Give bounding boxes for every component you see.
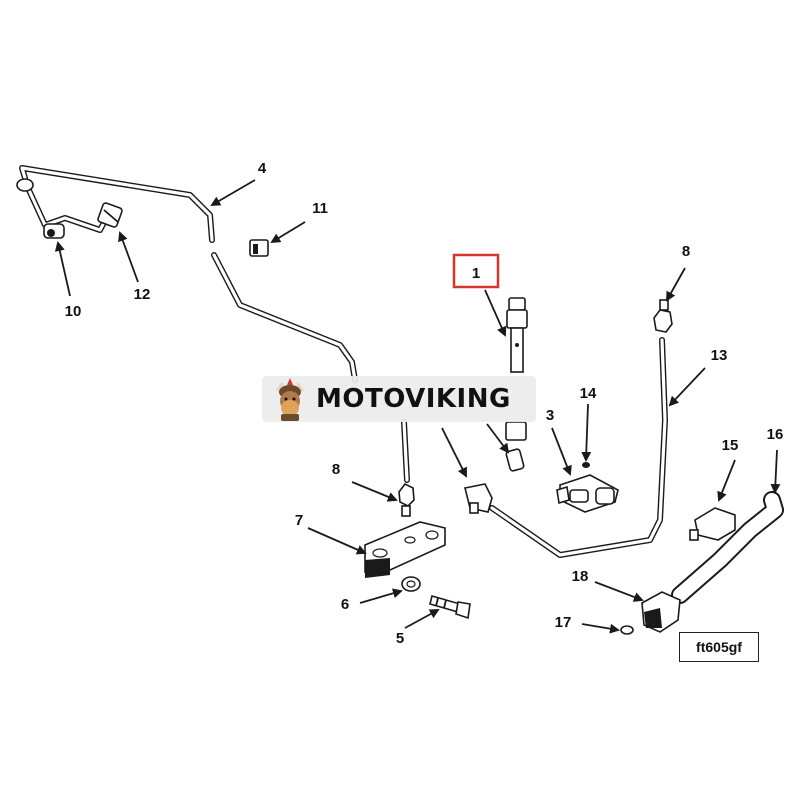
callout-5: 5 bbox=[396, 630, 404, 647]
fitting-12 bbox=[97, 202, 123, 228]
callout-13: 13 bbox=[711, 347, 728, 364]
bolt-5 bbox=[429, 595, 471, 620]
vertical-tube bbox=[401, 419, 410, 483]
callout-15: 15 bbox=[722, 437, 739, 454]
callout-7: 7 bbox=[295, 512, 303, 529]
elbow-fitting-10 bbox=[16, 178, 65, 239]
clip-11 bbox=[249, 239, 269, 257]
hose-16 bbox=[671, 491, 784, 604]
tee-fitting-3 bbox=[556, 474, 619, 513]
callout-16: 16 bbox=[767, 426, 784, 443]
fitting-1-lower bbox=[505, 421, 527, 472]
callout-10: 10 bbox=[65, 303, 82, 320]
bracket-7 bbox=[364, 521, 446, 578]
fitting-15 bbox=[689, 507, 736, 541]
callout-4: 4 bbox=[258, 160, 267, 177]
watermark-brand: MOTOVIKING bbox=[316, 384, 511, 414]
callout-12: 12 bbox=[134, 286, 151, 303]
callout-1: 1 bbox=[472, 265, 480, 282]
callout-18: 18 bbox=[572, 568, 589, 585]
washer-6 bbox=[401, 576, 421, 592]
fitting-8-lower bbox=[398, 482, 415, 517]
callout-8-lower: 8 bbox=[332, 461, 340, 478]
callout-14: 14 bbox=[580, 385, 597, 402]
figure-code-label: ft605gf bbox=[679, 632, 759, 662]
highlight-box-1 bbox=[452, 253, 500, 289]
fitting-8-upper bbox=[653, 299, 673, 333]
callout-labels: 1 3 4 5 6 7 8 8 10 11 12 13 14 15 16 17 … bbox=[65, 160, 784, 647]
callout-17: 17 bbox=[555, 614, 572, 631]
elbow-fitting bbox=[464, 483, 493, 514]
fuel-line-13 bbox=[489, 337, 668, 558]
branch-line bbox=[25, 185, 111, 233]
callout-11: 11 bbox=[312, 200, 328, 217]
fitting-1 bbox=[506, 297, 528, 373]
plug-14 bbox=[582, 462, 590, 468]
callout-8-upper: 8 bbox=[682, 243, 690, 260]
callout-6: 6 bbox=[341, 596, 349, 613]
callout-3: 3 bbox=[546, 407, 554, 424]
o-ring-17 bbox=[620, 625, 634, 635]
viking-mascot-icon bbox=[276, 378, 304, 421]
fuel-line-4 bbox=[19, 165, 358, 383]
fitting-18 bbox=[641, 591, 681, 633]
watermark-banner: MOTOVIKING bbox=[262, 376, 536, 422]
leader-arrows bbox=[54, 179, 781, 634]
